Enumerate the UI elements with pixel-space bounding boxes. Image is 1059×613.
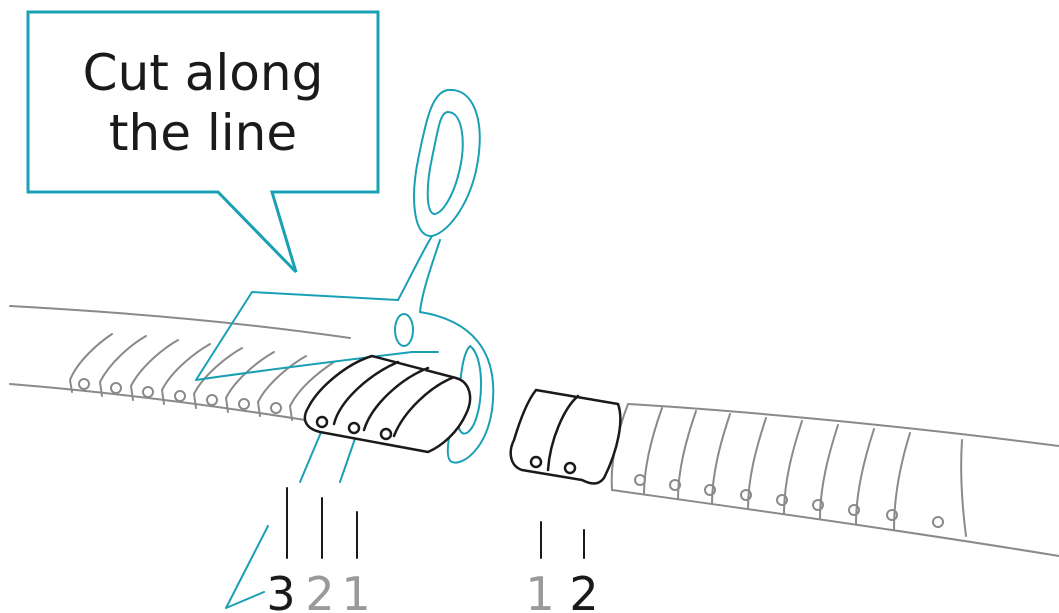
right-strip-segments [643,407,967,537]
callout-line-2: the line [109,104,297,162]
tick-marks [286,487,585,559]
label-left-2: 2 [305,567,334,613]
callout-shape [26,10,380,274]
label-left-3: 3 [266,567,295,613]
callout-bubble: Cut along the line [26,10,380,274]
label-left-1: 1 [341,567,370,613]
left-led-strip [9,305,351,425]
left-strip-holes [78,378,282,414]
right-led-strip [610,403,1059,557]
right-cut-segment [509,388,622,485]
label-right-2: 2 [569,567,598,613]
left-strip-segments [69,333,335,421]
left-cut-segment [303,354,472,454]
position-labels: 3 2 1 1 2 [266,567,598,613]
right-strip-holes [634,474,944,528]
callout-line-1: Cut along [83,44,324,102]
label-right-1: 1 [525,567,554,613]
